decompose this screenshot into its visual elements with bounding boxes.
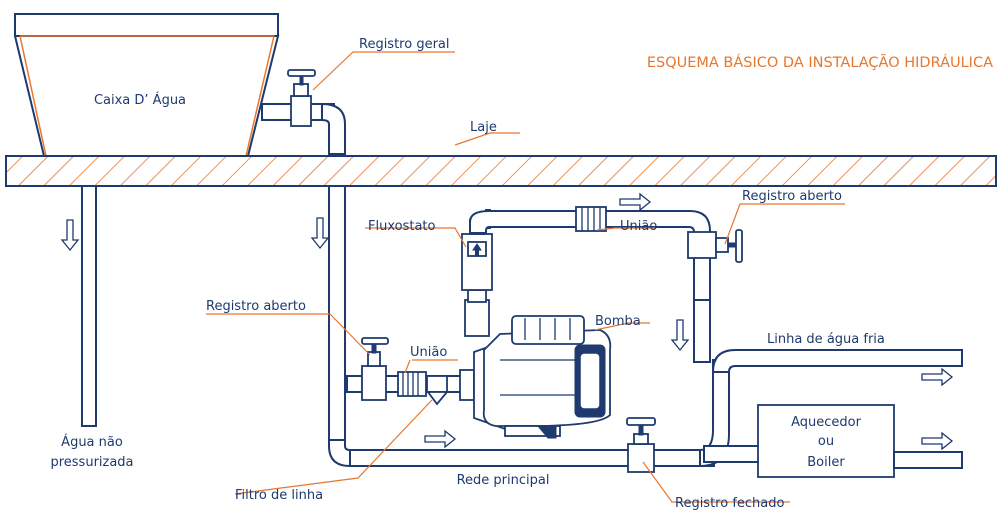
label-linha-agua-fria: Linha de água fria — [767, 332, 885, 347]
closed-register — [626, 417, 656, 473]
open-register-right — [687, 229, 743, 363]
down-arrow-right — [670, 319, 690, 352]
label-bomba: Bomba — [595, 314, 641, 329]
cold-water-line — [711, 349, 963, 373]
down-arrow-left — [60, 219, 80, 252]
label-uniao-top: União — [620, 219, 657, 234]
label-registro-fechado: Registro fechado — [675, 496, 785, 511]
right-arrow-top — [619, 192, 652, 212]
right-arrow-hot — [921, 431, 954, 451]
tank-outlet-pipe — [261, 69, 346, 155]
leader-lines — [206, 51, 845, 503]
diagram-title: ESQUEMA BÁSICO DA INSTALAÇÃO HIDRÁULICA — [647, 54, 993, 71]
right-arrow-main — [424, 429, 457, 449]
unpressurized-pipe — [81, 185, 97, 427]
label-fluxostato: Fluxostato — [368, 219, 436, 234]
heater-label-2: ou — [818, 434, 834, 449]
down-arrow-center — [310, 217, 330, 250]
right-arrow-cold — [921, 367, 954, 387]
down-pipe — [328, 185, 361, 467]
label-uniao-left: União — [410, 345, 447, 360]
discharge-pipe — [469, 206, 711, 301]
label-filtro: Filtro de linha — [235, 488, 323, 503]
heater: Aquecedor ou Boiler — [703, 404, 963, 478]
slab — [5, 155, 997, 187]
label-registro-aberto-right: Registro aberto — [742, 189, 842, 204]
label-registro-geral: Registro geral — [359, 37, 450, 52]
label-registro-aberto-left: Registro aberto — [206, 299, 306, 314]
label-rede-principal: Rede principal — [457, 473, 550, 488]
heater-label-1: Aquecedor — [791, 415, 862, 430]
label-agua-2: pressurizada — [50, 455, 133, 470]
label-agua-1: Água não — [61, 434, 123, 450]
label-laje: Laje — [470, 120, 497, 135]
pump — [473, 315, 612, 439]
flow-arrows — [60, 192, 954, 451]
main-pipe — [349, 359, 730, 468]
tank-label: Caixa D’ Água — [94, 92, 186, 108]
water-tank: Caixa D’ Água — [13, 13, 280, 157]
heater-label-3: Boiler — [807, 455, 845, 470]
suction-pipe — [346, 337, 475, 406]
